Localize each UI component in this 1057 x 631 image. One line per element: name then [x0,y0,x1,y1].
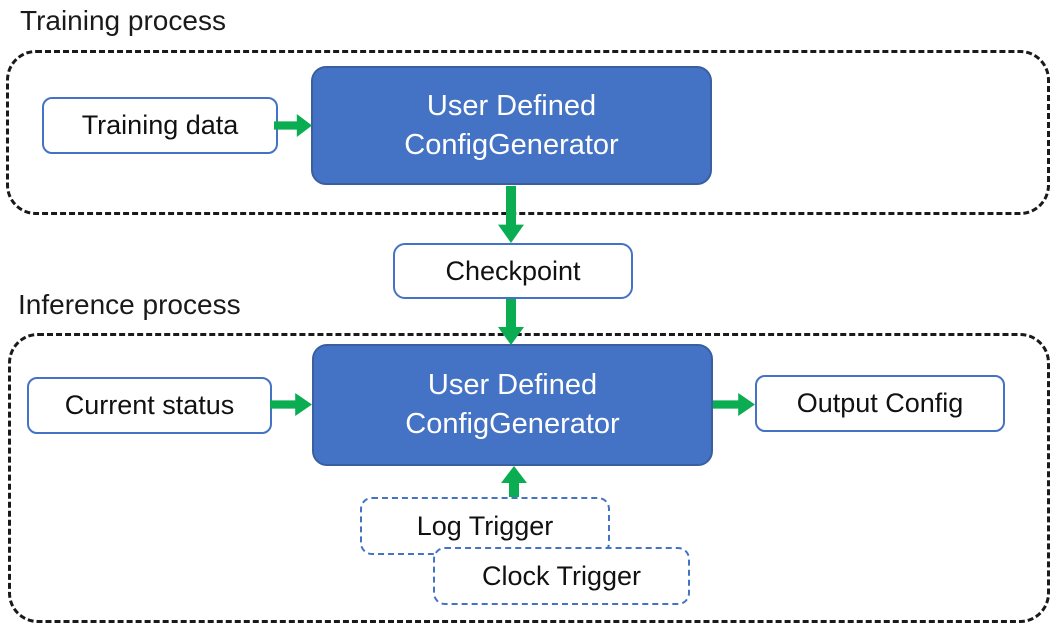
clock-trigger-box: Clock Trigger [433,547,690,605]
arrow-checkpoint-to-inference-generator-icon [498,299,524,345]
arrow-current-status-to-generator-icon [270,392,312,417]
training-generator-line1: User Defined [426,89,597,122]
training-process-label: Training process [20,5,226,36]
log-trigger-box: Log Trigger [360,497,610,555]
arrow-generator-to-checkpoint-icon [498,186,524,243]
training-generator-box: User Defined ConfigGenerator [311,66,712,185]
inference-process-label: Inference process [18,289,241,320]
arrow-generator-to-output-config-icon [713,392,755,417]
current-status-box: Current status [27,377,272,434]
inference-region [8,333,1050,623]
training-data-box: Training data [42,97,278,154]
training-generator-line2: ConfigGenerator [404,128,619,161]
training-region [6,50,1050,215]
inference-generator-line1: User Defined [427,369,598,401]
arrow-training-data-to-generator-icon [274,113,312,138]
inference-generator-box: User Defined ConfigGenerator [312,344,713,466]
checkpoint-box: Checkpoint [393,243,633,299]
output-config-box: Output Config [755,375,1005,432]
inference-generator-line2: ConfigGenerator [405,408,620,440]
arrow-triggers-to-generator-icon [501,466,527,497]
